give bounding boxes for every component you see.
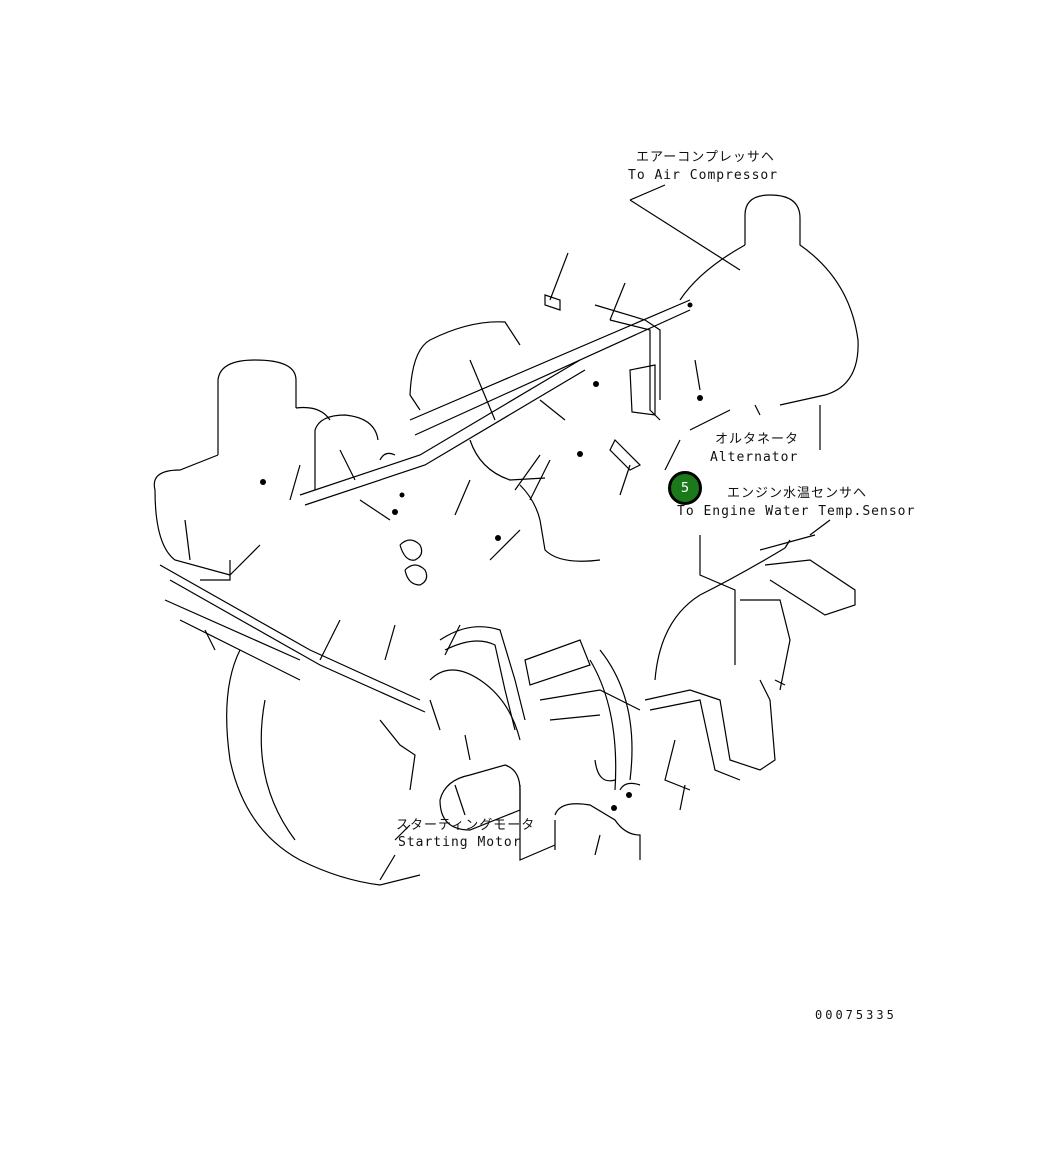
water-temp-sensor-label-en: To Engine Water Temp.Sensor	[677, 504, 916, 519]
drawing-number: 00075335	[815, 1008, 897, 1022]
alternator-label-jp: オルタネータ	[715, 432, 800, 447]
air-compressor-label-jp: エアーコンプレッサヘ	[636, 150, 775, 165]
alternator-label-en: Alternator	[710, 450, 799, 465]
starting-motor-label-en: Starting Motor	[398, 835, 522, 850]
part-callout-number: 5	[680, 480, 690, 496]
water-temp-sensor-label-jp: エンジン水温センサヘ	[727, 486, 868, 501]
part-callout-5[interactable]: 5	[668, 471, 702, 505]
starting-motor-label-jp: スターティングモータ	[396, 818, 536, 833]
air-compressor-label-en: To Air Compressor	[628, 168, 779, 183]
